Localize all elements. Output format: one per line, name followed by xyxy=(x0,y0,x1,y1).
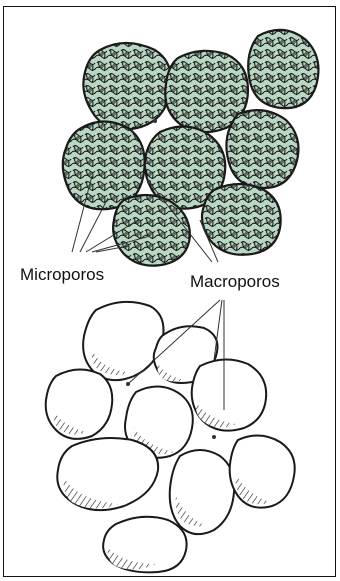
aggregate-group xyxy=(63,30,319,266)
macropores-label: Macroporos xyxy=(190,273,280,290)
aggregate xyxy=(202,184,281,255)
particle-group xyxy=(46,302,295,572)
particle xyxy=(83,302,163,380)
particle xyxy=(46,369,113,438)
particle xyxy=(170,450,235,534)
aggregate xyxy=(226,110,298,188)
micropores-label: Microporos xyxy=(20,266,104,283)
aggregate xyxy=(248,30,318,108)
aggregate xyxy=(83,43,171,130)
particle xyxy=(230,435,295,507)
